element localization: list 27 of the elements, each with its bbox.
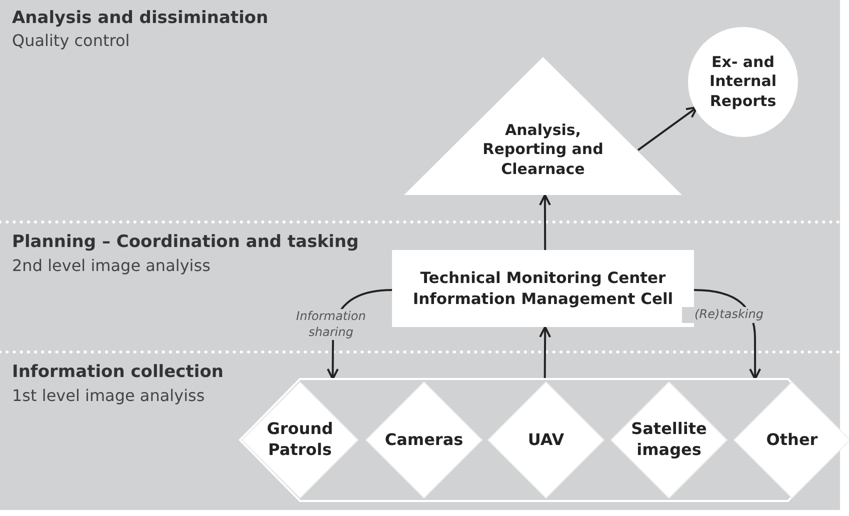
node-label: Technical Monitoring Center Information Management Cell <box>412 268 674 309</box>
section-heading: Information collection <box>12 362 224 382</box>
node-label: UAV <box>528 430 564 450</box>
source-diamond <box>365 381 483 499</box>
section-subheading: Quality control <box>12 31 130 50</box>
report-circle <box>688 27 798 137</box>
arrow <box>694 289 762 380</box>
section-subheading: 1st level image analyiss <box>12 386 205 405</box>
node-label: Other <box>766 430 818 450</box>
node-label: Cameras <box>384 430 464 450</box>
arrow <box>539 326 552 379</box>
source-diamond <box>487 381 605 499</box>
arrow <box>538 194 551 250</box>
node-label: Analysis, Reporting and Clearnace <box>482 120 604 180</box>
section-heading: Planning – Coordination and tasking <box>12 232 359 252</box>
section-subheading: 2nd level image analyiss <box>12 256 210 275</box>
source-diamond <box>610 381 728 499</box>
process-box <box>392 250 694 327</box>
source-diamond <box>733 381 849 499</box>
arrow <box>637 106 698 151</box>
section-heading: Analysis and dissimination <box>12 8 268 28</box>
source-diamond <box>241 381 359 499</box>
source-band <box>240 379 846 501</box>
process-triangle <box>404 57 682 195</box>
node-label: Ground Patrols <box>266 419 334 461</box>
node-label: Ex- and Internal Reports <box>708 52 778 112</box>
node-label: Satellite images <box>630 419 708 461</box>
